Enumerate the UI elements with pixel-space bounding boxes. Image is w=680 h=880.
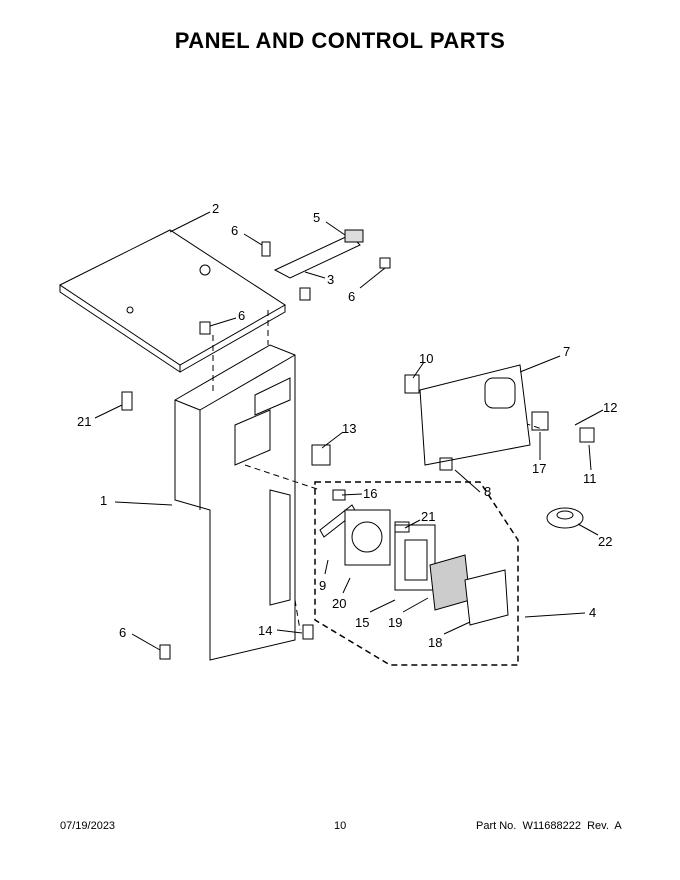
callout-12: 12: [603, 400, 617, 415]
callout-20: 20: [332, 596, 346, 611]
callout-15: 15: [355, 615, 369, 630]
callout-4: 4: [589, 605, 596, 620]
callout-6: 6: [119, 625, 126, 640]
main-panel: [174, 344, 296, 661]
callout-6: 6: [348, 289, 355, 304]
callout-10: 10: [419, 351, 433, 366]
footer-part-number: Part No. W11688222 Rev. A: [476, 820, 622, 832]
callout-1: 1: [100, 493, 107, 508]
callout-6: 6: [238, 308, 245, 323]
page-title: PANEL AND CONTROL PARTS: [174, 28, 506, 53]
callout-14: 14: [258, 623, 272, 638]
callout-2: 2: [212, 201, 219, 216]
callout-9: 9: [319, 578, 326, 593]
callout-18: 18: [428, 635, 442, 650]
footer-date: 07/19/2023: [60, 820, 116, 832]
callout-17: 17: [532, 461, 546, 476]
callout-16: 16: [363, 486, 377, 501]
top-plate: [59, 229, 286, 373]
callout-21: 21: [77, 414, 91, 429]
callout-6: 6: [231, 223, 238, 238]
footer-page-number: 10: [334, 820, 347, 832]
callout-11: 11: [583, 471, 597, 486]
callout-19: 19: [388, 615, 402, 630]
callout-5: 5: [313, 210, 320, 225]
callout-22: 22: [598, 534, 612, 549]
small-parts: [121, 229, 595, 660]
callout-21: 21: [421, 509, 435, 524]
callout-3: 3: [327, 272, 334, 287]
callout-7: 7: [563, 344, 570, 359]
callout-arrows: [94, 211, 604, 651]
callout-8: 8: [484, 484, 491, 499]
callout-13: 13: [342, 421, 356, 436]
